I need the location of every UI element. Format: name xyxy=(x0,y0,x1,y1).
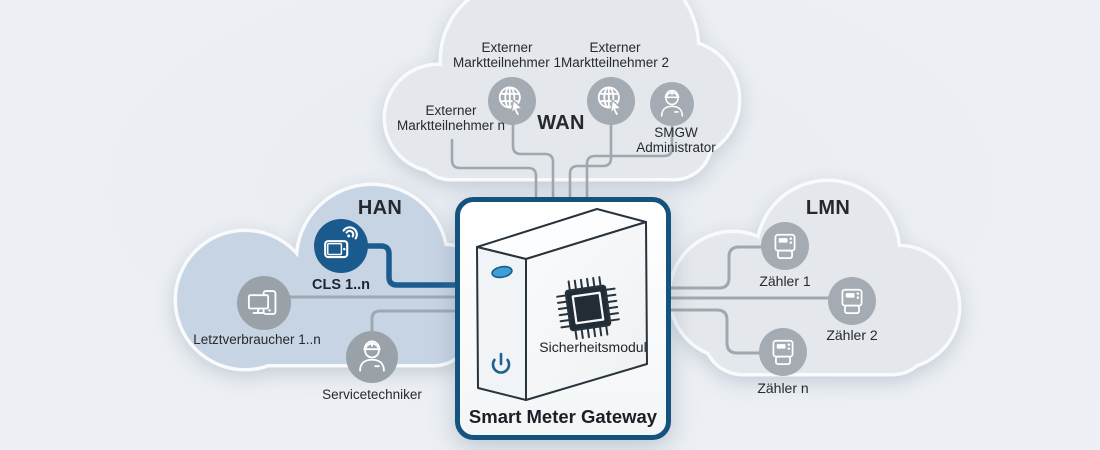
meter-icon xyxy=(774,233,796,259)
connector-administrator xyxy=(585,125,674,207)
globe-cursor-icon xyxy=(498,86,524,117)
meter-icon xyxy=(841,288,863,314)
consumer-node xyxy=(237,276,291,330)
chip-icon xyxy=(556,276,620,340)
meter-1-label: Zähler 1 xyxy=(759,273,811,289)
globe-cursor-icon xyxy=(597,86,623,117)
connector-participant-2 xyxy=(568,123,613,207)
connector-participant-n xyxy=(450,138,538,207)
lmn-title: LMN xyxy=(805,197,851,219)
consumer-devices-icon xyxy=(247,290,277,315)
meter-1-node xyxy=(761,222,809,270)
security-module-label: Sicherheitsmodul xyxy=(539,339,647,355)
administrator-label: SMGW Administrator xyxy=(636,125,716,156)
han-connectors xyxy=(288,243,465,333)
meter-n-label: Zähler n xyxy=(757,380,809,396)
gateway-title: Smart Meter Gateway xyxy=(468,406,658,427)
wan-connectors xyxy=(450,123,674,207)
lmn-connectors xyxy=(662,245,830,355)
wan-title: WAN xyxy=(537,112,585,134)
technician-label: Servicetechniker xyxy=(322,387,422,402)
connector-meter-1 xyxy=(662,245,763,290)
administrator-node xyxy=(650,82,694,126)
connector-technician xyxy=(370,309,464,333)
cls-node xyxy=(314,219,368,273)
participant-2-node xyxy=(587,77,635,125)
cls-tablet-wifi-icon xyxy=(324,226,358,259)
connector-meter-n xyxy=(662,308,761,355)
technician-icon xyxy=(359,340,385,372)
meter-2-node xyxy=(828,277,876,325)
participant-1-label: Externer Marktteilnehmer 1 xyxy=(452,40,562,71)
connector-cls xyxy=(365,243,465,288)
cls-label: CLS 1..n xyxy=(311,277,371,293)
gateway-device xyxy=(476,208,648,401)
meter-n-node xyxy=(759,328,807,376)
han-title: HAN xyxy=(357,197,403,219)
administrator-icon xyxy=(660,89,684,117)
consumer-label: Letztverbraucher 1..n xyxy=(193,332,321,347)
participant-2-label: Externer Marktteilnehmer 2 xyxy=(560,40,670,71)
meter-icon xyxy=(772,339,794,365)
led-indicator xyxy=(491,265,513,279)
wan-cloud xyxy=(382,0,742,182)
meter-2-label: Zähler 2 xyxy=(826,327,878,343)
connector-participant-1 xyxy=(511,123,555,207)
participant-1-node xyxy=(488,77,536,125)
technician-node xyxy=(346,331,398,383)
power-icon xyxy=(491,352,511,374)
device-left-face xyxy=(476,246,527,401)
participant-n-label: Externer Marktteilnehmer n xyxy=(396,103,506,134)
